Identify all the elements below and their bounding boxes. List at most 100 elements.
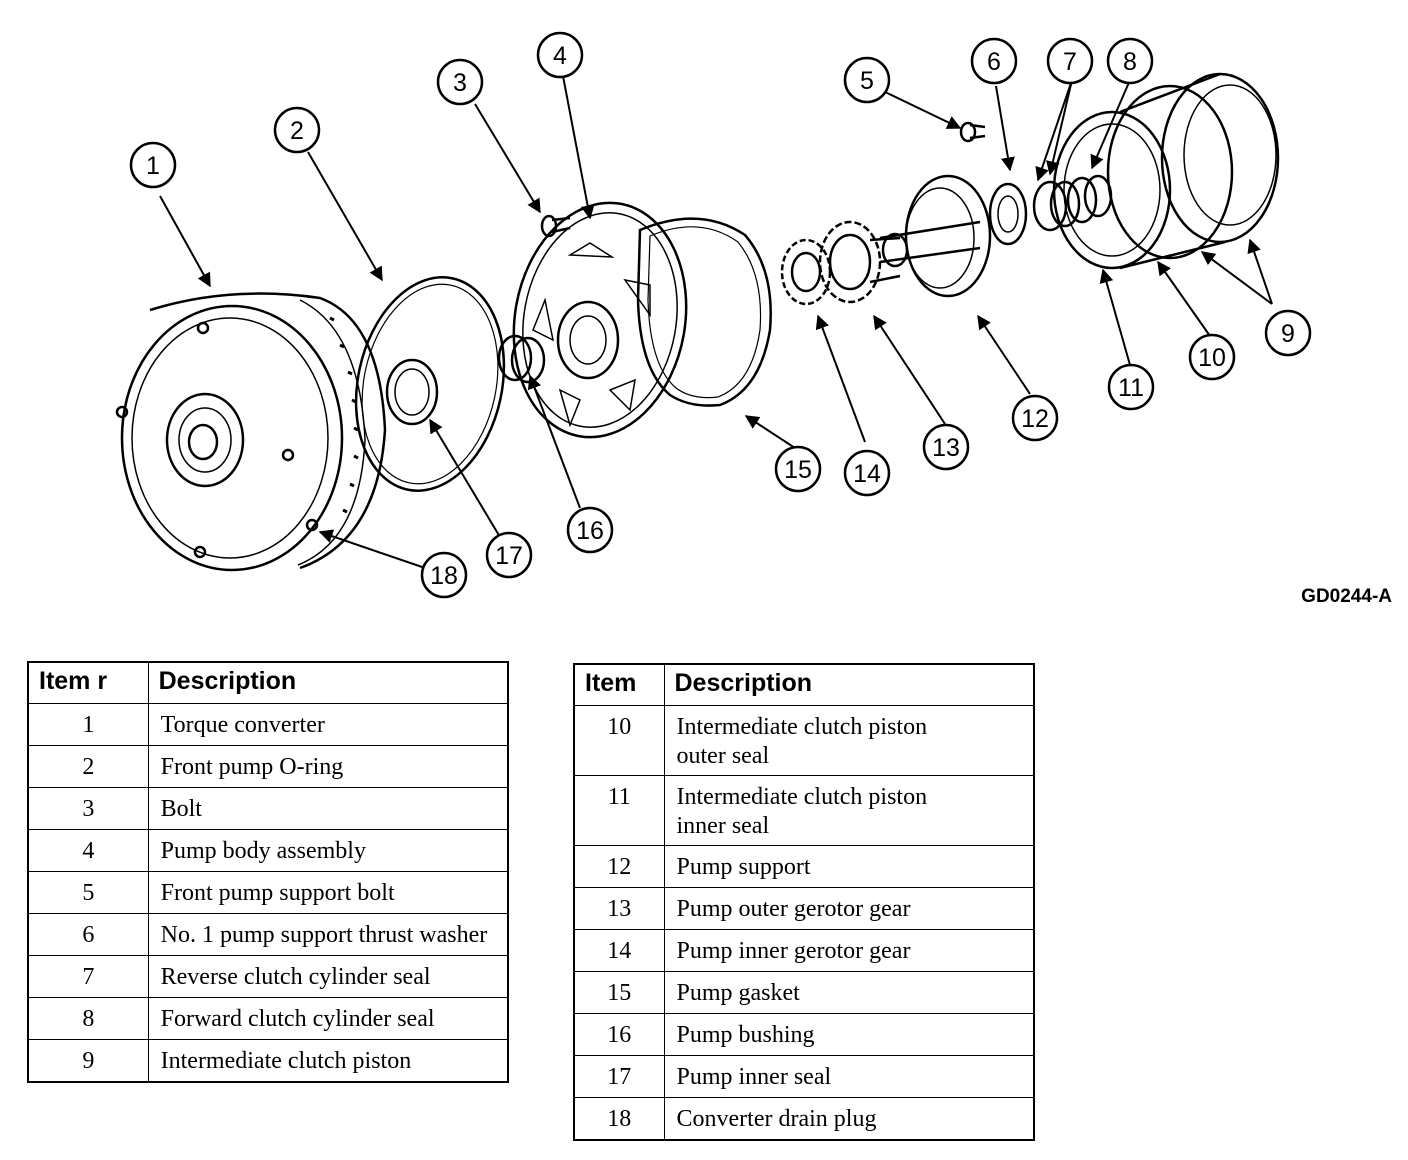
item-description: Intermediate clutch piston outer seal	[663, 705, 1035, 776]
callout-6	[970, 37, 1018, 85]
item-number: 3	[27, 787, 149, 830]
item-number: 8	[27, 997, 149, 1040]
callout-3	[436, 58, 484, 106]
table-header-row: Item r Description	[27, 661, 509, 704]
figure-id: GD0244-A	[1301, 586, 1392, 607]
front-pump-o-ring-drawing	[354, 276, 506, 492]
bolt-drawing	[540, 214, 571, 238]
pump-bushing-drawing	[497, 334, 546, 384]
callout-13	[922, 423, 970, 471]
item-description: Pump body assembly	[147, 829, 509, 872]
callout-9	[1264, 309, 1312, 357]
callout-label: 14	[853, 460, 881, 488]
item-number: 14	[573, 929, 665, 972]
callout-label: 6	[987, 48, 1001, 76]
callout-label: 3	[453, 69, 467, 97]
item-number: 17	[573, 1055, 665, 1098]
intermediate-clutch-piston-drawing	[1052, 72, 1280, 270]
callout-label: 18	[430, 562, 458, 590]
item-description: Bolt	[147, 787, 509, 830]
callout-label: 9	[1281, 320, 1295, 348]
item-number: 5	[27, 871, 149, 914]
pump-inner-seal-drawing	[385, 358, 439, 426]
item-number: 18	[573, 1097, 665, 1141]
item-description: Converter drain plug	[663, 1097, 1035, 1141]
table-header-row: Item Description	[573, 663, 1035, 706]
item-number: 13	[573, 887, 665, 930]
callout-label: 5	[860, 67, 874, 95]
item-description: No. 1 pump support thrust washer	[147, 913, 509, 956]
callout-2	[273, 106, 321, 154]
item-number: 2	[27, 745, 149, 788]
callout-15	[774, 445, 822, 493]
pump-gasket-drawing	[636, 217, 772, 407]
exploded-view-diagram: 1 2 3 4 5 6 7 8 9 10 11 12 13 14 15 16 1…	[115, 31, 1312, 599]
item-description: Pump outer gerotor gear	[663, 887, 1035, 930]
item-description: Front pump support bolt	[147, 871, 509, 914]
gerotor-gears-drawing	[780, 220, 901, 306]
column-header-item: Item r	[27, 661, 149, 704]
item-number: 4	[27, 829, 149, 872]
callout-7	[1046, 37, 1094, 85]
callout-11	[1107, 363, 1155, 411]
item-number: 16	[573, 1013, 665, 1056]
item-description: Torque converter	[147, 703, 509, 746]
callout-label: 17	[495, 542, 523, 570]
item-description: Pump inner gerotor gear	[663, 929, 1035, 972]
item-number: 11	[573, 775, 665, 846]
item-number: 7	[27, 955, 149, 998]
callout-label: 1	[146, 152, 160, 180]
item-number: 10	[573, 705, 665, 776]
pump-body-drawing	[512, 201, 688, 439]
item-description: Reverse clutch cylinder seal	[147, 955, 509, 998]
item-number: 1	[27, 703, 149, 746]
item-description: Intermediate clutch piston	[147, 1039, 509, 1083]
callout-4	[536, 31, 584, 79]
callout-label: 10	[1198, 344, 1226, 372]
item-description: Front pump O-ring	[147, 745, 509, 788]
callout-5	[843, 56, 891, 104]
item-description: Pump gasket	[663, 971, 1035, 1014]
callout-label: 7	[1063, 48, 1077, 76]
item-number: 15	[573, 971, 665, 1014]
callout-markers	[129, 31, 1312, 599]
callout-label: 4	[553, 42, 567, 70]
callout-18	[420, 551, 468, 599]
callout-14	[843, 449, 891, 497]
callout-label: 15	[784, 456, 812, 484]
callout-16	[566, 506, 614, 554]
column-header-description: Description	[663, 663, 1035, 706]
callout-label: 13	[932, 434, 960, 462]
item-description: Intermediate clutch piston inner seal	[663, 775, 1035, 846]
front-pump-support-bolt-drawing	[959, 121, 986, 143]
item-number: 6	[27, 913, 149, 956]
callout-label: 16	[576, 517, 604, 545]
item-number: 12	[573, 845, 665, 888]
callout-8	[1106, 37, 1154, 85]
callout-12	[1011, 394, 1059, 442]
callout-1	[129, 141, 177, 189]
callout-label: 11	[1118, 374, 1144, 402]
torque-converter-drawing	[115, 292, 387, 572]
item-description: Pump inner seal	[663, 1055, 1035, 1098]
column-header-description: Description	[147, 661, 509, 704]
